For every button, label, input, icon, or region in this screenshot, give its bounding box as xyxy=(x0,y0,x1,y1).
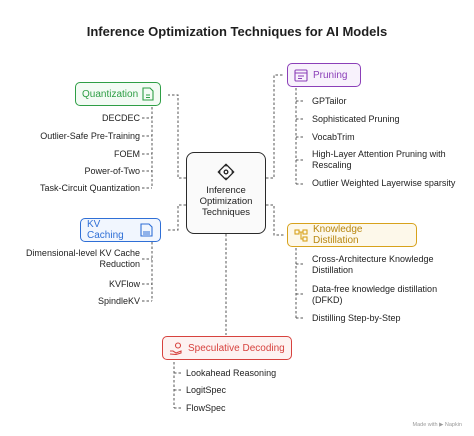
document-icon xyxy=(142,87,154,101)
quantization-item: Outlier-Safe Pre-Training xyxy=(40,131,140,141)
connector-pruning xyxy=(266,74,284,179)
quantization-node: Quantization xyxy=(75,82,161,106)
center-label-line: Inference xyxy=(206,185,246,196)
connector-knowledge-distillation xyxy=(266,204,284,236)
kv-caching-item: SpindleKV xyxy=(97,296,140,306)
knowledge-distillation-item: Cross-Architecture Knowledge Distillatio… xyxy=(312,254,434,275)
pruning-item: VocabTrim xyxy=(312,132,355,142)
pruning-label: Pruning xyxy=(313,69,348,81)
connector-quantization xyxy=(168,94,186,179)
key-document-icon xyxy=(140,223,154,237)
kv-caching-item: KVFlow xyxy=(108,279,140,289)
knowledge-distillation-label: Knowledge Distillation xyxy=(313,224,363,246)
connector-kv-caching xyxy=(168,204,186,231)
kv-caching-node: KV Caching xyxy=(80,218,161,242)
pruning-item: High-Layer Attention Pruning with Rescal… xyxy=(312,149,446,170)
pruning-item: Sophisticated Pruning xyxy=(312,114,400,124)
knowledge-distillation-node: Knowledge Distillation xyxy=(287,223,417,247)
pruning-node: Pruning xyxy=(287,63,361,87)
quantization-item: DECDEC xyxy=(101,113,140,123)
pruning-item: GPTailor xyxy=(312,96,347,106)
quantization-label: Quantization xyxy=(82,88,139,100)
quantization-item: Task-Circuit Quantization xyxy=(39,183,140,193)
knowledge-distillation-item: Data-free knowledge distillation (DFKD) xyxy=(312,284,438,305)
center-label-line: Optimization xyxy=(199,196,253,207)
circuit-chip-icon xyxy=(217,163,235,181)
napkin-watermark: Made with ▶ Napkin xyxy=(412,422,462,428)
hierarchy-icon xyxy=(294,228,308,242)
central-topic-node: Inference Optimization Techniques xyxy=(186,152,266,234)
quantization-item: FOEM xyxy=(114,149,140,159)
diagram-title: Inference Optimization Techniques for AI… xyxy=(86,24,388,39)
speculative-decoding-label: Speculative Decoding xyxy=(188,342,285,354)
speculative-decoding-node: Speculative Decoding xyxy=(162,336,292,360)
speculative-decoding-item: Lookahead Reasoning xyxy=(186,368,277,378)
quantization-item: Power-of-Two xyxy=(84,166,140,176)
hand-coins-icon xyxy=(169,341,183,355)
kv-caching-item: Dimensional-level KV Cache Reduction xyxy=(25,248,140,269)
kv-caching-label: KV Caching xyxy=(87,219,124,241)
pruning-item: Outlier Weighted Layerwise sparsity xyxy=(312,178,456,188)
calendar-list-icon xyxy=(294,68,308,82)
knowledge-distillation-item: Distilling Step-by-Step xyxy=(312,313,401,323)
speculative-decoding-item: FlowSpec xyxy=(186,403,226,413)
speculative-decoding-item: LogitSpec xyxy=(186,385,227,395)
center-label-line: Techniques xyxy=(201,207,251,218)
